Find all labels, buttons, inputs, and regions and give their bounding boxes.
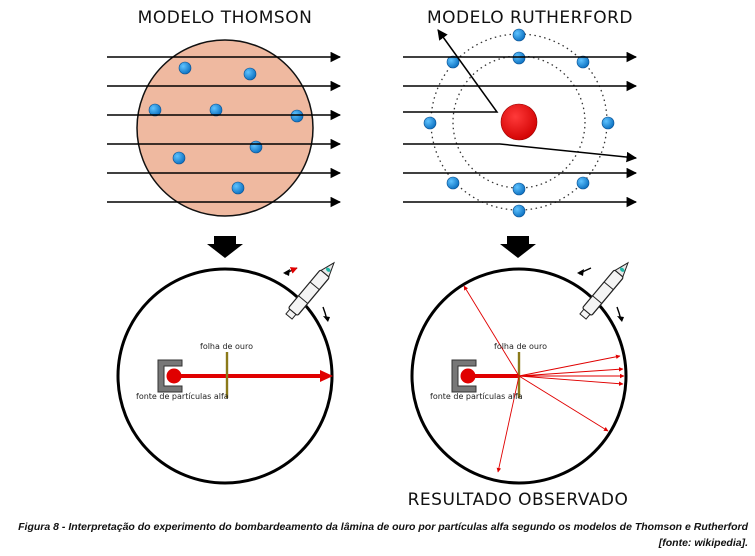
rutherford-title: MODELO RUTHERFORD <box>427 8 633 28</box>
down-arrow-right <box>500 236 536 258</box>
caption-line-1: Figura 8 - Interpretação do experimento … <box>18 521 748 533</box>
source-label: fonte de partículas alfa <box>430 392 523 401</box>
electron <box>209 103 223 117</box>
foil-label: folha de ouro <box>494 342 547 351</box>
thomson-alpha-paths <box>107 51 342 208</box>
observed-title: RESULTADO OBSERVADO <box>408 490 629 510</box>
alpha-path-backscatter <box>403 29 499 113</box>
thomson-electrons <box>148 61 304 195</box>
foil-label: folha de ouro <box>200 342 253 351</box>
electron <box>512 28 526 42</box>
electron <box>243 67 257 81</box>
figure-caption: Figura 8 - Interpretação do experimento … <box>0 519 748 551</box>
electron <box>249 140 263 154</box>
nucleus <box>500 103 538 141</box>
alpha-beam-head <box>320 370 333 382</box>
source-label: fonte de partículas alfa <box>136 392 229 401</box>
electron <box>423 116 437 130</box>
source-housing <box>451 359 477 393</box>
electron <box>446 176 460 190</box>
thomson-atom <box>107 39 342 217</box>
thomson-sphere <box>136 39 314 217</box>
electron <box>178 61 192 75</box>
electron <box>601 116 615 130</box>
rutherford-alpha-paths <box>403 29 638 208</box>
thomson-title: MODELO THOMSON <box>138 8 313 28</box>
alpha-path-deflected <box>403 143 638 163</box>
electron <box>512 182 526 196</box>
source-housing <box>157 359 183 393</box>
electron <box>446 55 460 69</box>
observed-apparatus: folha de ouro fonte de partículas alfa <box>410 261 629 485</box>
electron <box>148 103 162 117</box>
thomson-apparatus: folha de ouro fonte de partículas alfa <box>116 261 335 485</box>
electron <box>290 109 304 123</box>
down-arrow-left <box>207 236 243 258</box>
electron <box>576 176 590 190</box>
alpha-source <box>166 368 182 384</box>
rutherford-electrons <box>423 28 615 218</box>
electron <box>512 204 526 218</box>
microscope-icon <box>285 261 335 320</box>
electron <box>172 151 186 165</box>
scattered-rays <box>463 285 625 473</box>
electron <box>576 55 590 69</box>
caption-line-2: [fonte: wikipedia]. <box>658 537 748 549</box>
electron <box>231 181 245 195</box>
detector-screen <box>410 267 628 485</box>
electron <box>512 51 526 65</box>
alpha-source <box>460 368 476 384</box>
microscope-icon <box>579 261 629 320</box>
rutherford-atom <box>403 28 638 218</box>
